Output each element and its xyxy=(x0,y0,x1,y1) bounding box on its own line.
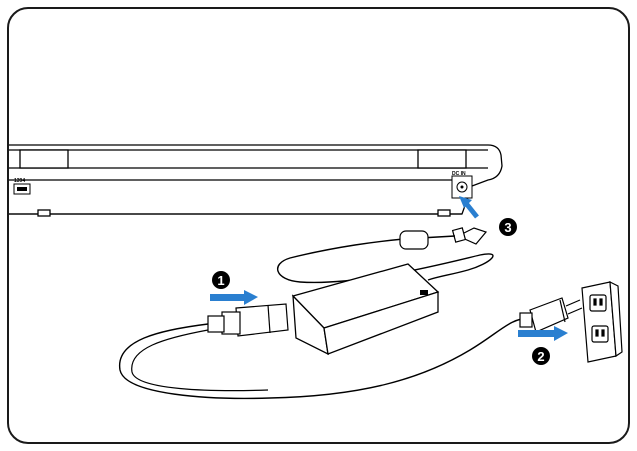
ac-inlet-connector xyxy=(207,303,289,337)
arrow-step-3 xyxy=(459,196,479,219)
step-badge-2: 2 xyxy=(532,347,550,365)
ferrite-bead xyxy=(399,230,429,250)
ac-cord xyxy=(119,317,531,400)
step-number-3: 3 xyxy=(504,220,511,235)
wall-outlet xyxy=(581,280,623,363)
step-badge-1: 1 xyxy=(212,271,230,289)
step-badge-3: 3 xyxy=(499,218,517,236)
diagram-border xyxy=(7,7,630,444)
arrow-step-2 xyxy=(518,326,568,341)
port-1394: 1394 xyxy=(13,178,31,195)
arrow-step-1 xyxy=(210,290,258,305)
power-adapter xyxy=(291,263,440,356)
step-number-1: 1 xyxy=(217,273,224,288)
dc-in-port: DC IN xyxy=(451,171,473,199)
step-number-2: 2 xyxy=(537,349,544,364)
dc-in-label: DC IN xyxy=(452,171,466,177)
wall-plug xyxy=(519,297,583,333)
laptop-rear xyxy=(9,144,503,217)
port-1394-label: 1394 xyxy=(14,178,25,184)
